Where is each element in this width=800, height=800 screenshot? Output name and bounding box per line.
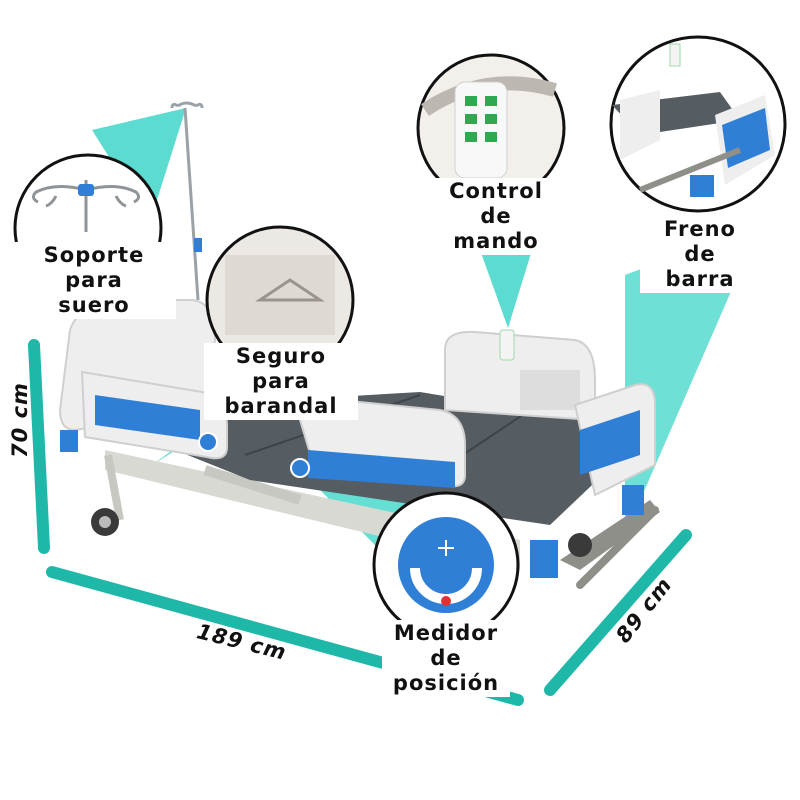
height-dimension-label: 70 cm (7, 382, 32, 458)
iv-pole-clamp (194, 238, 202, 252)
remote-detail-circle (416, 53, 566, 203)
brake-bar (576, 506, 659, 589)
height-dimension-line (28, 339, 50, 554)
angle-meter-detail-circle (372, 491, 520, 639)
brake-detail-circle (609, 35, 787, 213)
iv-pole-callout-beam (92, 108, 186, 222)
brake-callout-beam (625, 225, 760, 535)
width-dimension-line (544, 529, 692, 696)
iv-pole (170, 101, 204, 301)
remote-on-bed (499, 329, 515, 361)
